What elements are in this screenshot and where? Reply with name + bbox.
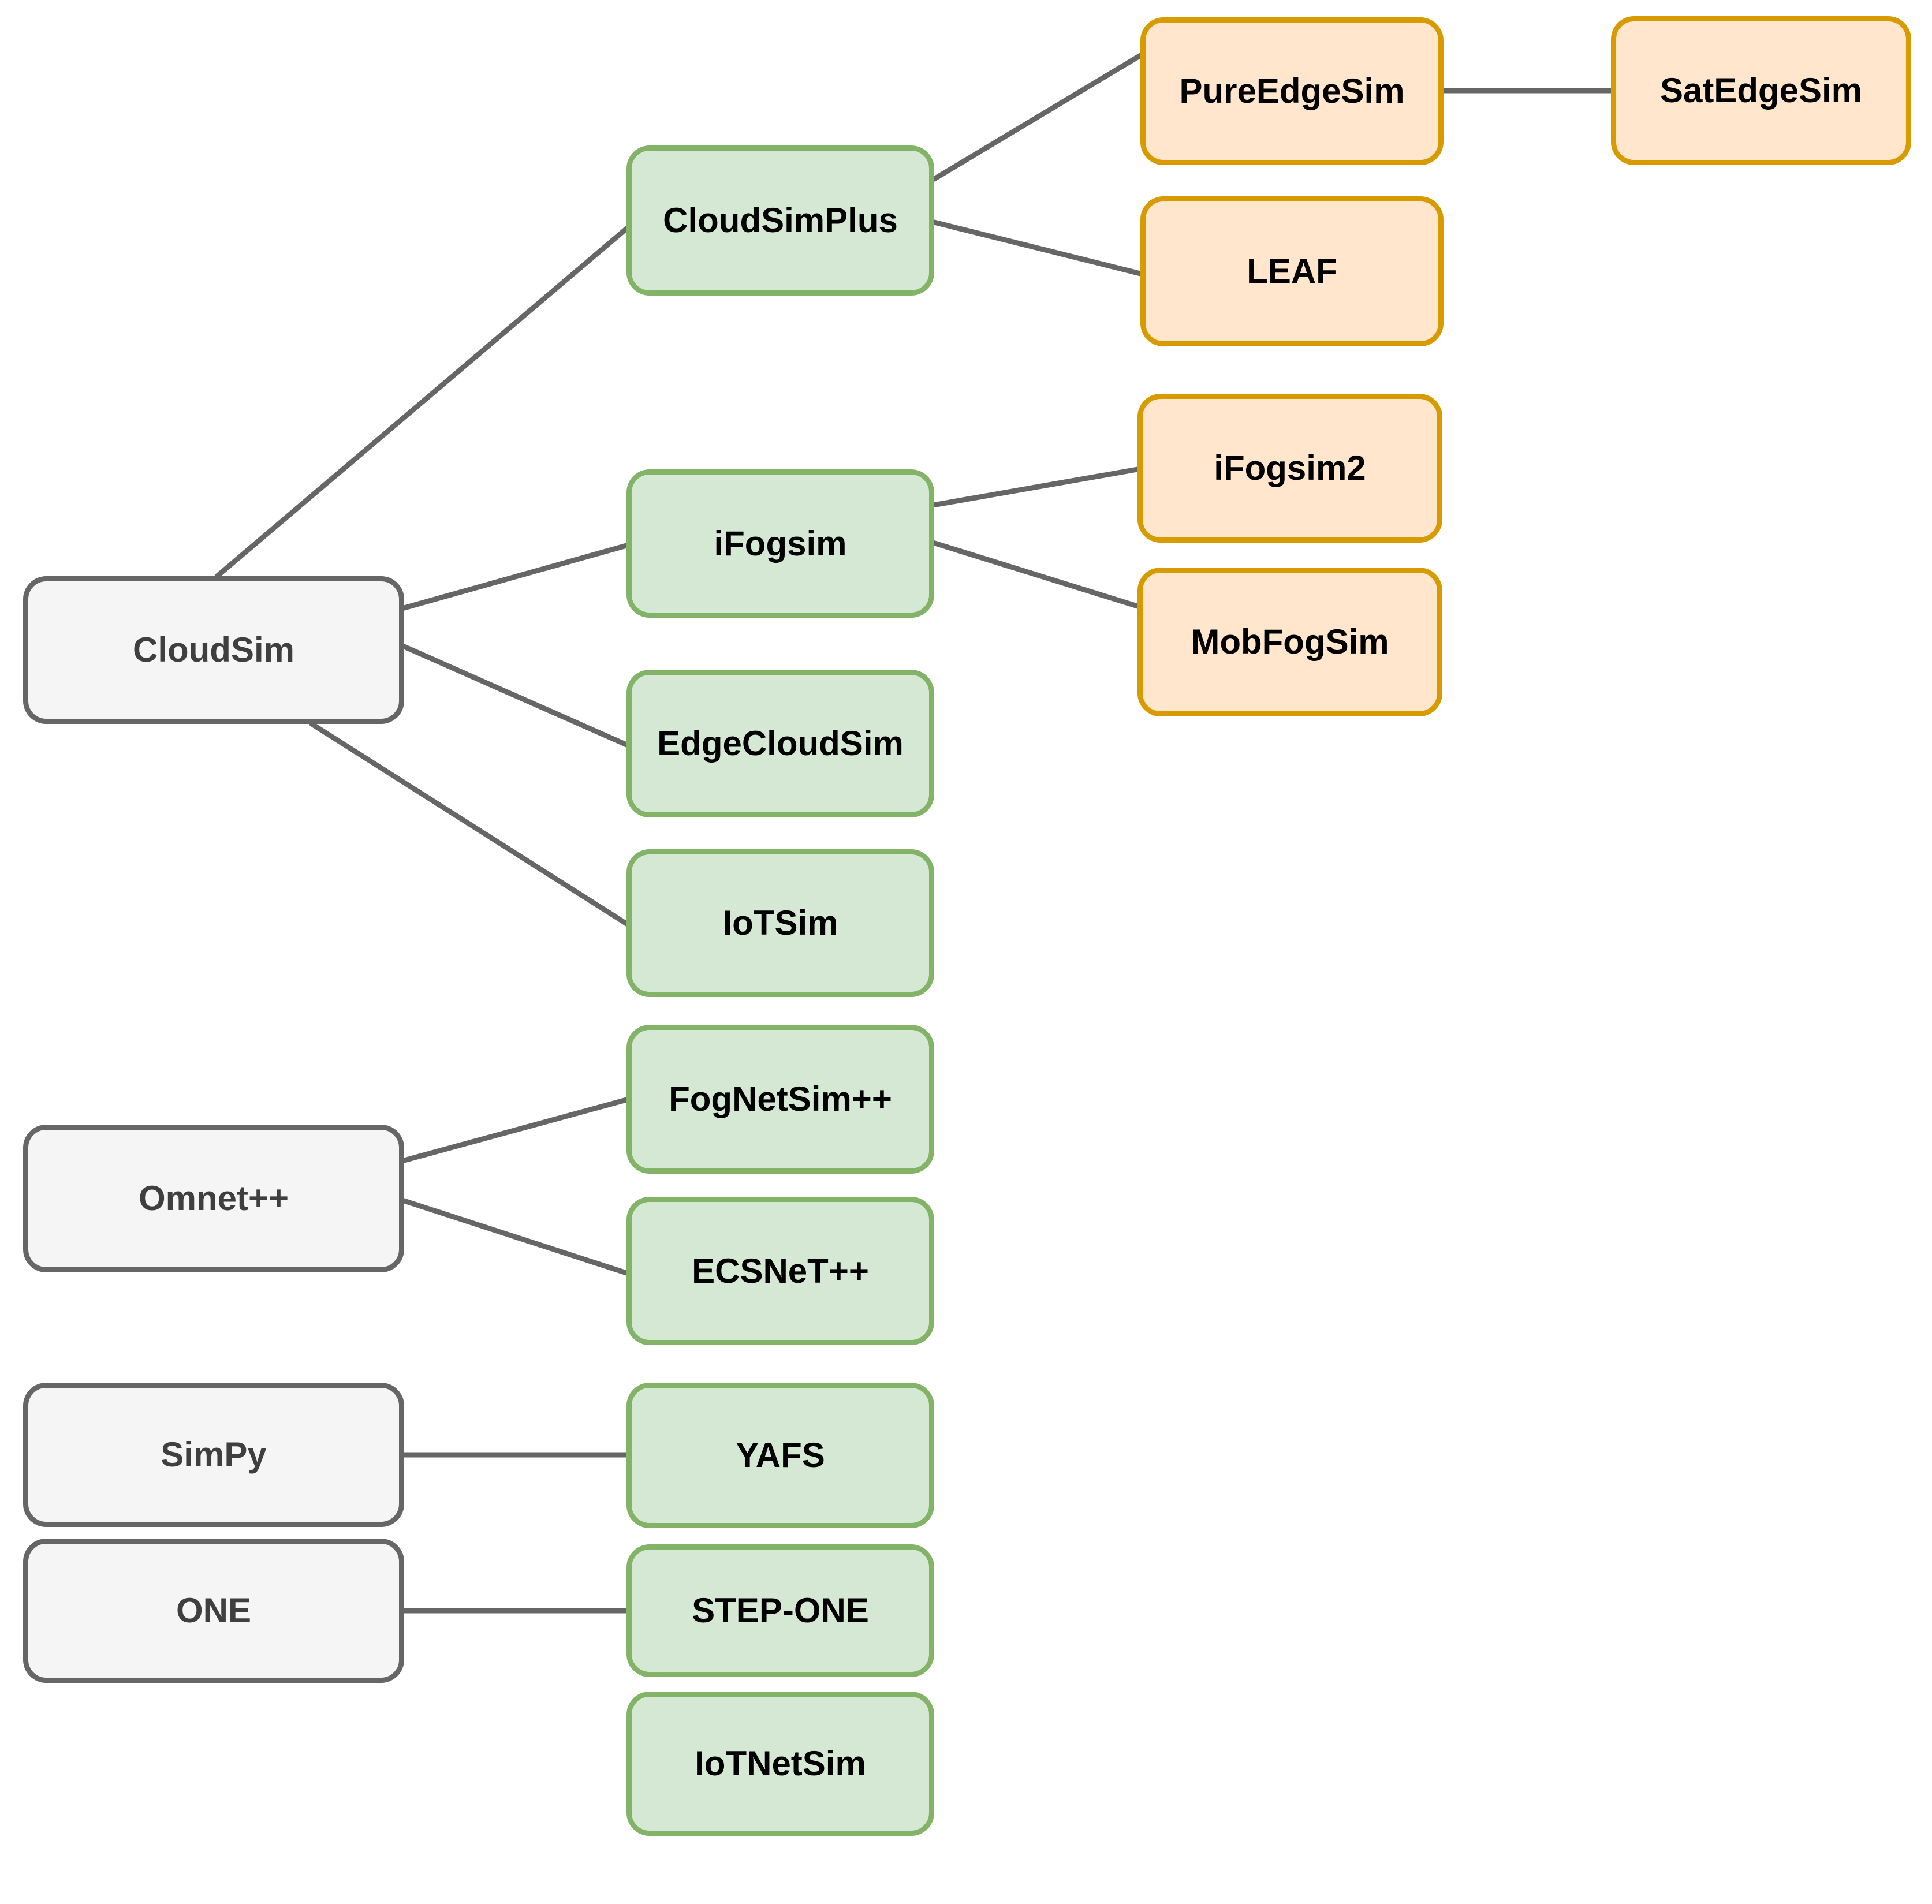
node-label: ONE <box>176 1591 252 1630</box>
node-label: CloudSimPlus <box>663 201 898 240</box>
node-one: ONE <box>23 1539 404 1683</box>
node-yafs: YAFS <box>626 1383 934 1528</box>
node-label: CloudSim <box>133 630 294 669</box>
node-label: EdgeCloudSim <box>657 724 904 763</box>
edge-ifogsim-ifogsim2 <box>930 466 1140 508</box>
node-label: iFogsim2 <box>1214 449 1366 487</box>
node-ifogsim: iFogsim <box>626 469 934 618</box>
edge-cloudsim-ifogsim <box>401 543 629 611</box>
node-label: FogNetSim++ <box>669 1080 892 1118</box>
node-simpy: SimPy <box>23 1383 404 1527</box>
node-edgecloudsim: EdgeCloudSim <box>626 670 934 817</box>
node-label: SimPy <box>161 1435 267 1474</box>
node-cloudsimplus: CloudSimPlus <box>626 145 934 296</box>
node-label: Omnet++ <box>138 1179 289 1218</box>
node-leaf: LEAF <box>1140 196 1444 346</box>
node-stepone: STEP-ONE <box>626 1544 934 1677</box>
node-label: IoTNetSim <box>695 1744 866 1783</box>
edge-cloudsimplus-leaf <box>931 219 1143 277</box>
node-omnetpp: Omnet++ <box>23 1125 404 1272</box>
edge-cloudsim-edgecloudsim <box>401 644 629 748</box>
node-mobfogsim: MobFogSim <box>1137 568 1442 716</box>
node-iotnetsim: IoTNetSim <box>626 1692 934 1836</box>
node-label: YAFS <box>736 1436 825 1474</box>
node-fognetsimpp: FogNetSim++ <box>626 1025 934 1174</box>
node-iotsim: IoTSim <box>626 849 934 997</box>
node-pureedgesim: PureEdgeSim <box>1140 17 1444 165</box>
node-label: LEAF <box>1247 252 1337 290</box>
node-satedgesim: SatEdgeSim <box>1611 16 1911 165</box>
node-label: ECSNeT++ <box>692 1251 869 1290</box>
node-label: STEP-ONE <box>692 1591 869 1630</box>
node-ecsnetpp: ECSNeT++ <box>626 1197 934 1345</box>
edge-omnetpp-ecsnetpp <box>401 1198 629 1276</box>
node-label: PureEdgeSim <box>1179 72 1405 110</box>
edge-cloudsim-iotsim <box>309 721 629 927</box>
node-ifogsim2: iFogsim2 <box>1137 394 1442 543</box>
node-cloudsim: CloudSim <box>23 576 404 724</box>
edge-omnetpp-fognetsimpp <box>401 1097 629 1163</box>
node-label: MobFogSim <box>1191 622 1389 661</box>
node-label: iFogsim <box>714 524 847 563</box>
edge-cloudsimplus-pureedgesim <box>931 53 1143 182</box>
node-label: IoTSim <box>722 904 838 942</box>
edge-cloudsim-cloudsimplus <box>214 226 629 579</box>
edge-ifogsim-mobfogsim <box>930 540 1140 609</box>
node-label: SatEdgeSim <box>1659 71 1863 110</box>
